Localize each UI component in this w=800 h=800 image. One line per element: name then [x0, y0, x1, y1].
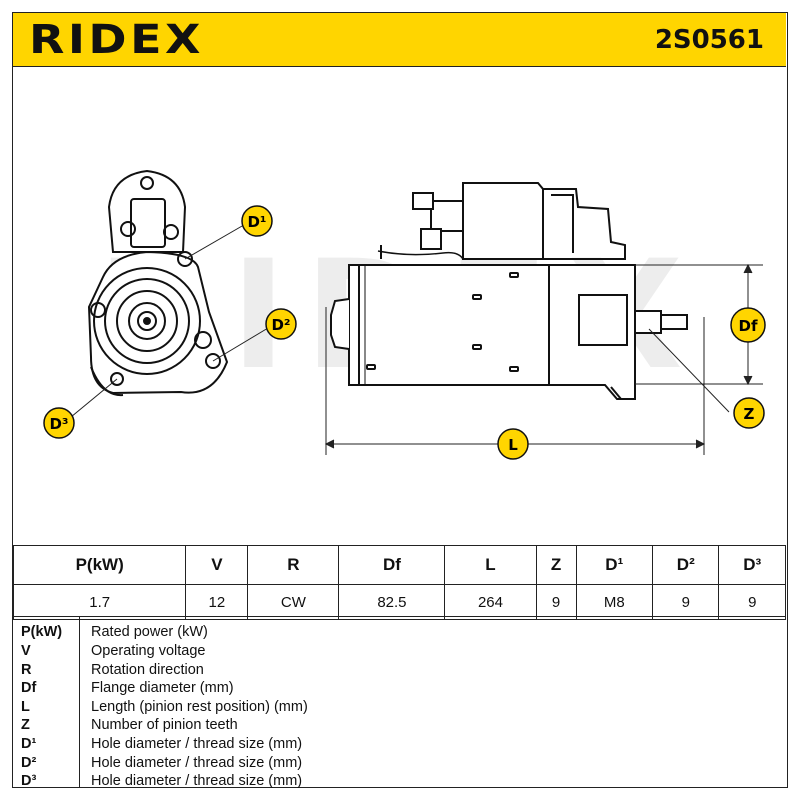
legend-key: Df — [21, 680, 37, 696]
legend-desc: Length (pinion rest position) (mm) — [91, 699, 308, 715]
side-view — [330, 182, 688, 400]
legend-key: P(kW) — [21, 624, 63, 640]
callout-z-label: Z — [744, 405, 755, 423]
spec-header: P(kW) — [12, 545, 187, 585]
legend-desc: Hole diameter / thread size (mm) — [91, 736, 303, 752]
spec-value: 82.5 — [338, 584, 446, 620]
callout-d2-label: D² — [271, 316, 290, 334]
spec-value: 9 — [718, 584, 786, 620]
legend-key: Z — [21, 717, 30, 733]
spec-value: CW — [247, 584, 340, 620]
datasheet-frame: RIDEX 2S0561 RIDEX — [12, 12, 788, 789]
brand-logo: RIDEX — [29, 17, 204, 63]
spec-value: 12 — [185, 584, 249, 620]
legend-key: R — [21, 662, 32, 678]
legend-divider — [79, 617, 80, 787]
legend-desc: Number of pinion teeth — [91, 717, 238, 733]
callout-l-label: L — [508, 436, 518, 454]
spec-header-row: P(kW) V R Df L Z D¹ D² D³ — [12, 545, 786, 585]
part-number: 2S0561 — [654, 25, 764, 55]
technical-drawing: RIDEX — [43, 169, 766, 460]
spec-value: 9 — [535, 584, 577, 620]
spec-value: 264 — [444, 584, 537, 620]
spec-header: D³ — [718, 545, 786, 585]
callout-d1: D¹ — [241, 205, 273, 237]
spec-header: Df — [338, 545, 446, 585]
callout-z: Z — [733, 397, 765, 429]
spec-header: Z — [535, 545, 577, 585]
spec-value: 9 — [652, 584, 720, 620]
spec-value-row: 1.7 12 CW 82.5 264 9 M8 9 9 — [12, 584, 786, 620]
legend-key: L — [21, 699, 30, 715]
front-view — [87, 169, 229, 397]
legend-desc: Flange diameter (mm) — [91, 680, 234, 696]
legend-desc: Hole diameter / thread size (mm) — [91, 755, 303, 771]
legend-key: D³ — [21, 773, 37, 789]
legend-desc: Hole diameter / thread size (mm) — [91, 773, 303, 789]
spec-value: M8 — [575, 584, 654, 620]
callout-d1-label: D¹ — [247, 213, 266, 231]
legend-key: V — [21, 643, 31, 659]
legend-desc: Rotation direction — [91, 662, 204, 678]
legend-desc: Rated power (kW) — [91, 624, 208, 640]
callout-df: Df — [730, 307, 766, 343]
callout-l: L — [497, 428, 529, 460]
spec-value: 1.7 — [12, 584, 187, 620]
spec-table: P(kW) V R Df L Z D¹ D² D³ 1.7 12 CW 82.5… — [12, 545, 786, 620]
spec-header: V — [185, 545, 249, 585]
callout-df-label: Df — [739, 317, 758, 335]
header-bar: RIDEX 2S0561 — [13, 13, 786, 67]
spec-header: D² — [652, 545, 720, 585]
spec-header: D¹ — [575, 545, 654, 585]
callout-d3: D³ — [43, 407, 75, 439]
legend-desc: Operating voltage — [91, 643, 206, 659]
callout-d2: D² — [265, 308, 297, 340]
legend-key: D² — [21, 755, 37, 771]
legend: P(kW) Rated power (kW) V Operating voltage… — [13, 616, 786, 789]
legend-key: D¹ — [21, 736, 37, 752]
spec-header: R — [247, 545, 340, 585]
callout-d3-label: D³ — [49, 415, 68, 433]
spec-header: L — [444, 545, 537, 585]
